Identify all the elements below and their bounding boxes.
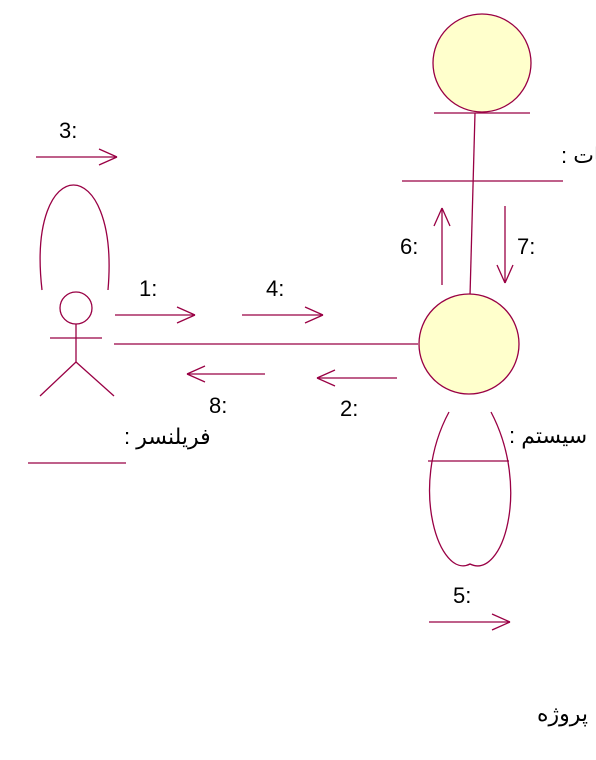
database-object[interactable] (402, 13, 563, 182)
message-6-arrow (433, 207, 451, 285)
database-name: بانک اطلاعات : (561, 143, 596, 168)
system-object[interactable] (418, 293, 520, 395)
message-4-arrow (242, 306, 324, 324)
actor-right-leg (75, 361, 115, 397)
message-6-label: 6: (400, 234, 418, 259)
message-5-label: 5: (453, 583, 471, 608)
message-7-label: 7: (517, 234, 535, 259)
system-name: سیستم : (509, 423, 587, 449)
actor-freelancer[interactable] (28, 291, 126, 464)
message-2-label: 2: (340, 396, 358, 421)
message-2-arrow (316, 369, 397, 387)
database-entity-circle (432, 13, 532, 113)
message-3-label: 3: (59, 118, 77, 143)
actor-name: فریلنسر : (124, 424, 211, 449)
link-database-system (469, 112, 476, 297)
actor-self-loop (39, 184, 110, 291)
message-8-arrow (186, 365, 265, 383)
system-control-circle (418, 293, 520, 395)
message-5-arrow (429, 613, 511, 631)
actor-left-leg (39, 361, 77, 397)
diagram-caption: ایجاد پروژه (537, 702, 596, 727)
message-1-arrow (115, 306, 196, 324)
system-self-loop (428, 411, 512, 567)
actor-head (59, 291, 93, 325)
message-7-arrow (496, 206, 514, 284)
message-3-arrow (36, 148, 118, 166)
message-4-label: 4: (266, 276, 284, 301)
message-1-label: 1: (139, 276, 157, 301)
message-8-label: 8: (209, 393, 227, 418)
